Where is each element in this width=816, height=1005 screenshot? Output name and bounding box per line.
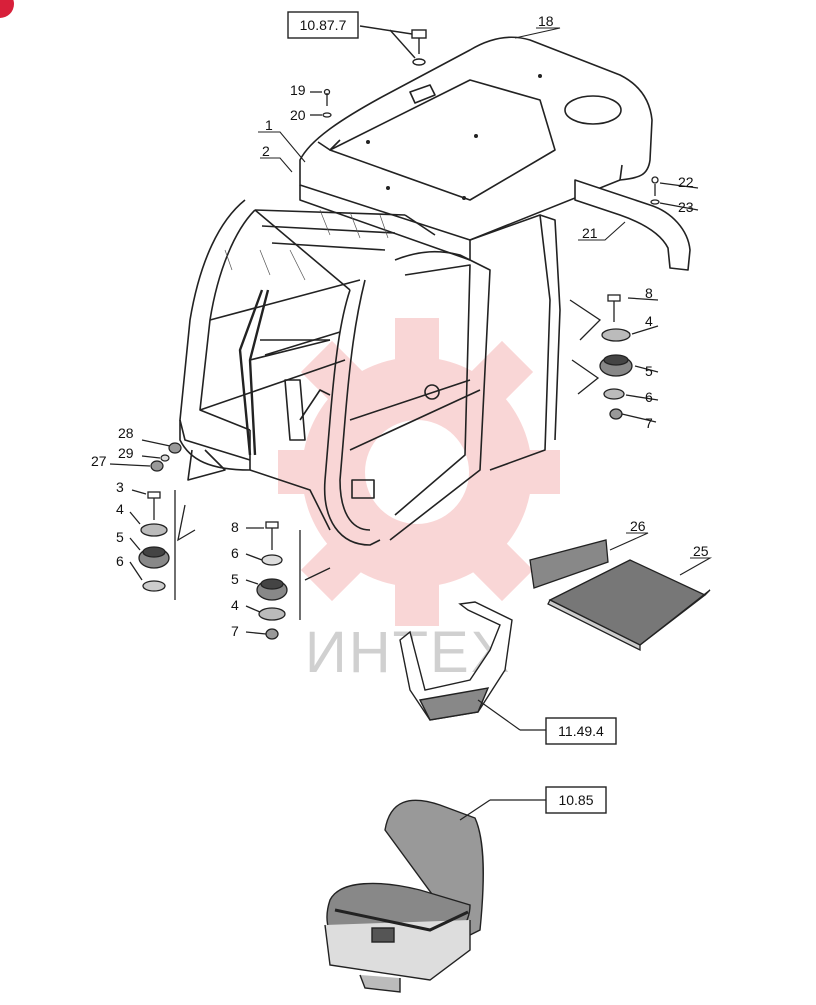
- callout-28: 28: [118, 425, 134, 441]
- callout-8-center: 8: [231, 519, 239, 535]
- corner-badge-icon: [0, 0, 14, 18]
- callout-6-left: 6: [116, 553, 124, 569]
- reference-label-step: 11.49.4: [558, 723, 604, 739]
- callout-21: 21: [582, 225, 598, 241]
- watermark-gear-icon: [278, 318, 560, 626]
- bolt-22-23: [650, 176, 699, 211]
- callout-27: 27: [91, 453, 107, 469]
- operator-seat: [324, 799, 484, 993]
- callout-2: 2: [262, 143, 270, 159]
- floor-mat: [547, 559, 711, 652]
- callout-3: 3: [116, 479, 124, 495]
- callout-labels: 1 2 3 4 5 6 8 6 5 4 7 8 4 5 6 7 18 19 20…: [91, 13, 709, 639]
- callout-25: 25: [693, 543, 709, 559]
- reference-box-step[interactable]: 11.49.4: [545, 717, 617, 745]
- callout-26: 26: [630, 518, 646, 534]
- callout-5-left: 5: [116, 529, 124, 545]
- callout-7-right: 7: [645, 415, 653, 431]
- top-bolt-assembly: [359, 25, 427, 66]
- leader-lines: [258, 27, 713, 576]
- center-mount-stack: [245, 521, 331, 640]
- callout-7-center: 7: [231, 623, 239, 639]
- callout-23: 23: [678, 199, 694, 215]
- floor-trim: [529, 539, 609, 589]
- roof-fasteners: [366, 74, 542, 200]
- left-mount-stack: [129, 489, 196, 600]
- callout-22: 22: [678, 174, 694, 190]
- reference-box-seat[interactable]: 10.85: [545, 786, 607, 814]
- callout-1: 1: [265, 117, 273, 133]
- callout-29: 29: [118, 445, 134, 461]
- callout-6-right: 6: [645, 389, 653, 405]
- fasteners-27-29: [109, 439, 182, 472]
- callout-5-center: 5: [231, 571, 239, 587]
- bolt-19-20: [310, 88, 332, 118]
- callout-6-center: 6: [231, 545, 239, 561]
- callout-18: 18: [538, 13, 554, 29]
- right-mount-stack: [569, 294, 659, 423]
- callout-5-right: 5: [645, 363, 653, 379]
- callout-19: 19: [290, 82, 306, 98]
- callout-4-left: 4: [116, 501, 124, 517]
- step-ladder: [399, 601, 513, 721]
- glass-hatching: [224, 209, 389, 281]
- reference-label-seat: 10.85: [558, 792, 593, 808]
- reference-box-top[interactable]: 10.87.7: [287, 11, 359, 39]
- callout-20: 20: [290, 107, 306, 123]
- reference-label-top: 10.87.7: [300, 17, 347, 33]
- callout-8-right: 8: [645, 285, 653, 301]
- callout-4-center: 4: [231, 597, 239, 613]
- callout-4-right: 4: [645, 313, 653, 329]
